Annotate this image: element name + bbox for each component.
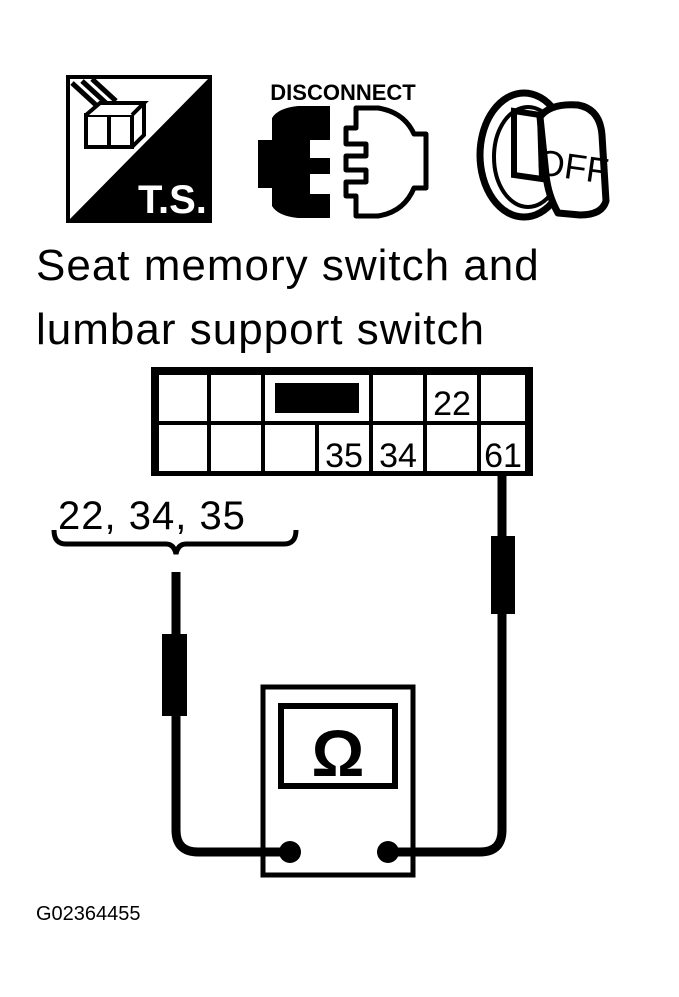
disconnect-connector-icon: DISCONNECT xyxy=(248,78,438,228)
svg-text:DISCONNECT: DISCONNECT xyxy=(270,80,416,105)
right-test-lead xyxy=(388,612,507,857)
svg-text:OFF: OFF xyxy=(534,141,611,192)
connector-latch xyxy=(275,383,359,413)
meter-terminal-left xyxy=(279,841,301,863)
figure-id: G02364455 xyxy=(36,903,141,925)
meter-terminal-right xyxy=(377,841,399,863)
title-line-1: Seat memory switch and xyxy=(36,241,540,290)
terminal-group-brace xyxy=(51,529,299,555)
terminal-number: 34 xyxy=(379,437,417,475)
terminal-number: 61 xyxy=(484,437,522,475)
terminal-number: 35 xyxy=(325,437,363,475)
probe-terminal-group-label: 22, 34, 35 xyxy=(58,494,246,538)
svg-text:T.S.: T.S. xyxy=(138,178,207,222)
ohmmeter-display xyxy=(278,703,398,789)
right-probe-handle xyxy=(491,536,515,614)
terminal-number: 22 xyxy=(433,385,471,423)
ts-icon: T.S. xyxy=(66,75,212,223)
ignition-key-off-icon: OFF xyxy=(470,75,635,225)
left-test-lead xyxy=(171,714,290,857)
left-probe-handle xyxy=(162,634,187,716)
title-line-2: lumbar support switch xyxy=(36,305,485,354)
connector-cell-34: 34 xyxy=(370,422,426,476)
ohm-symbol-icon: Ω xyxy=(312,716,365,790)
connector-face: 22 35 34 61 xyxy=(151,367,533,476)
ohmmeter-body xyxy=(260,684,416,878)
